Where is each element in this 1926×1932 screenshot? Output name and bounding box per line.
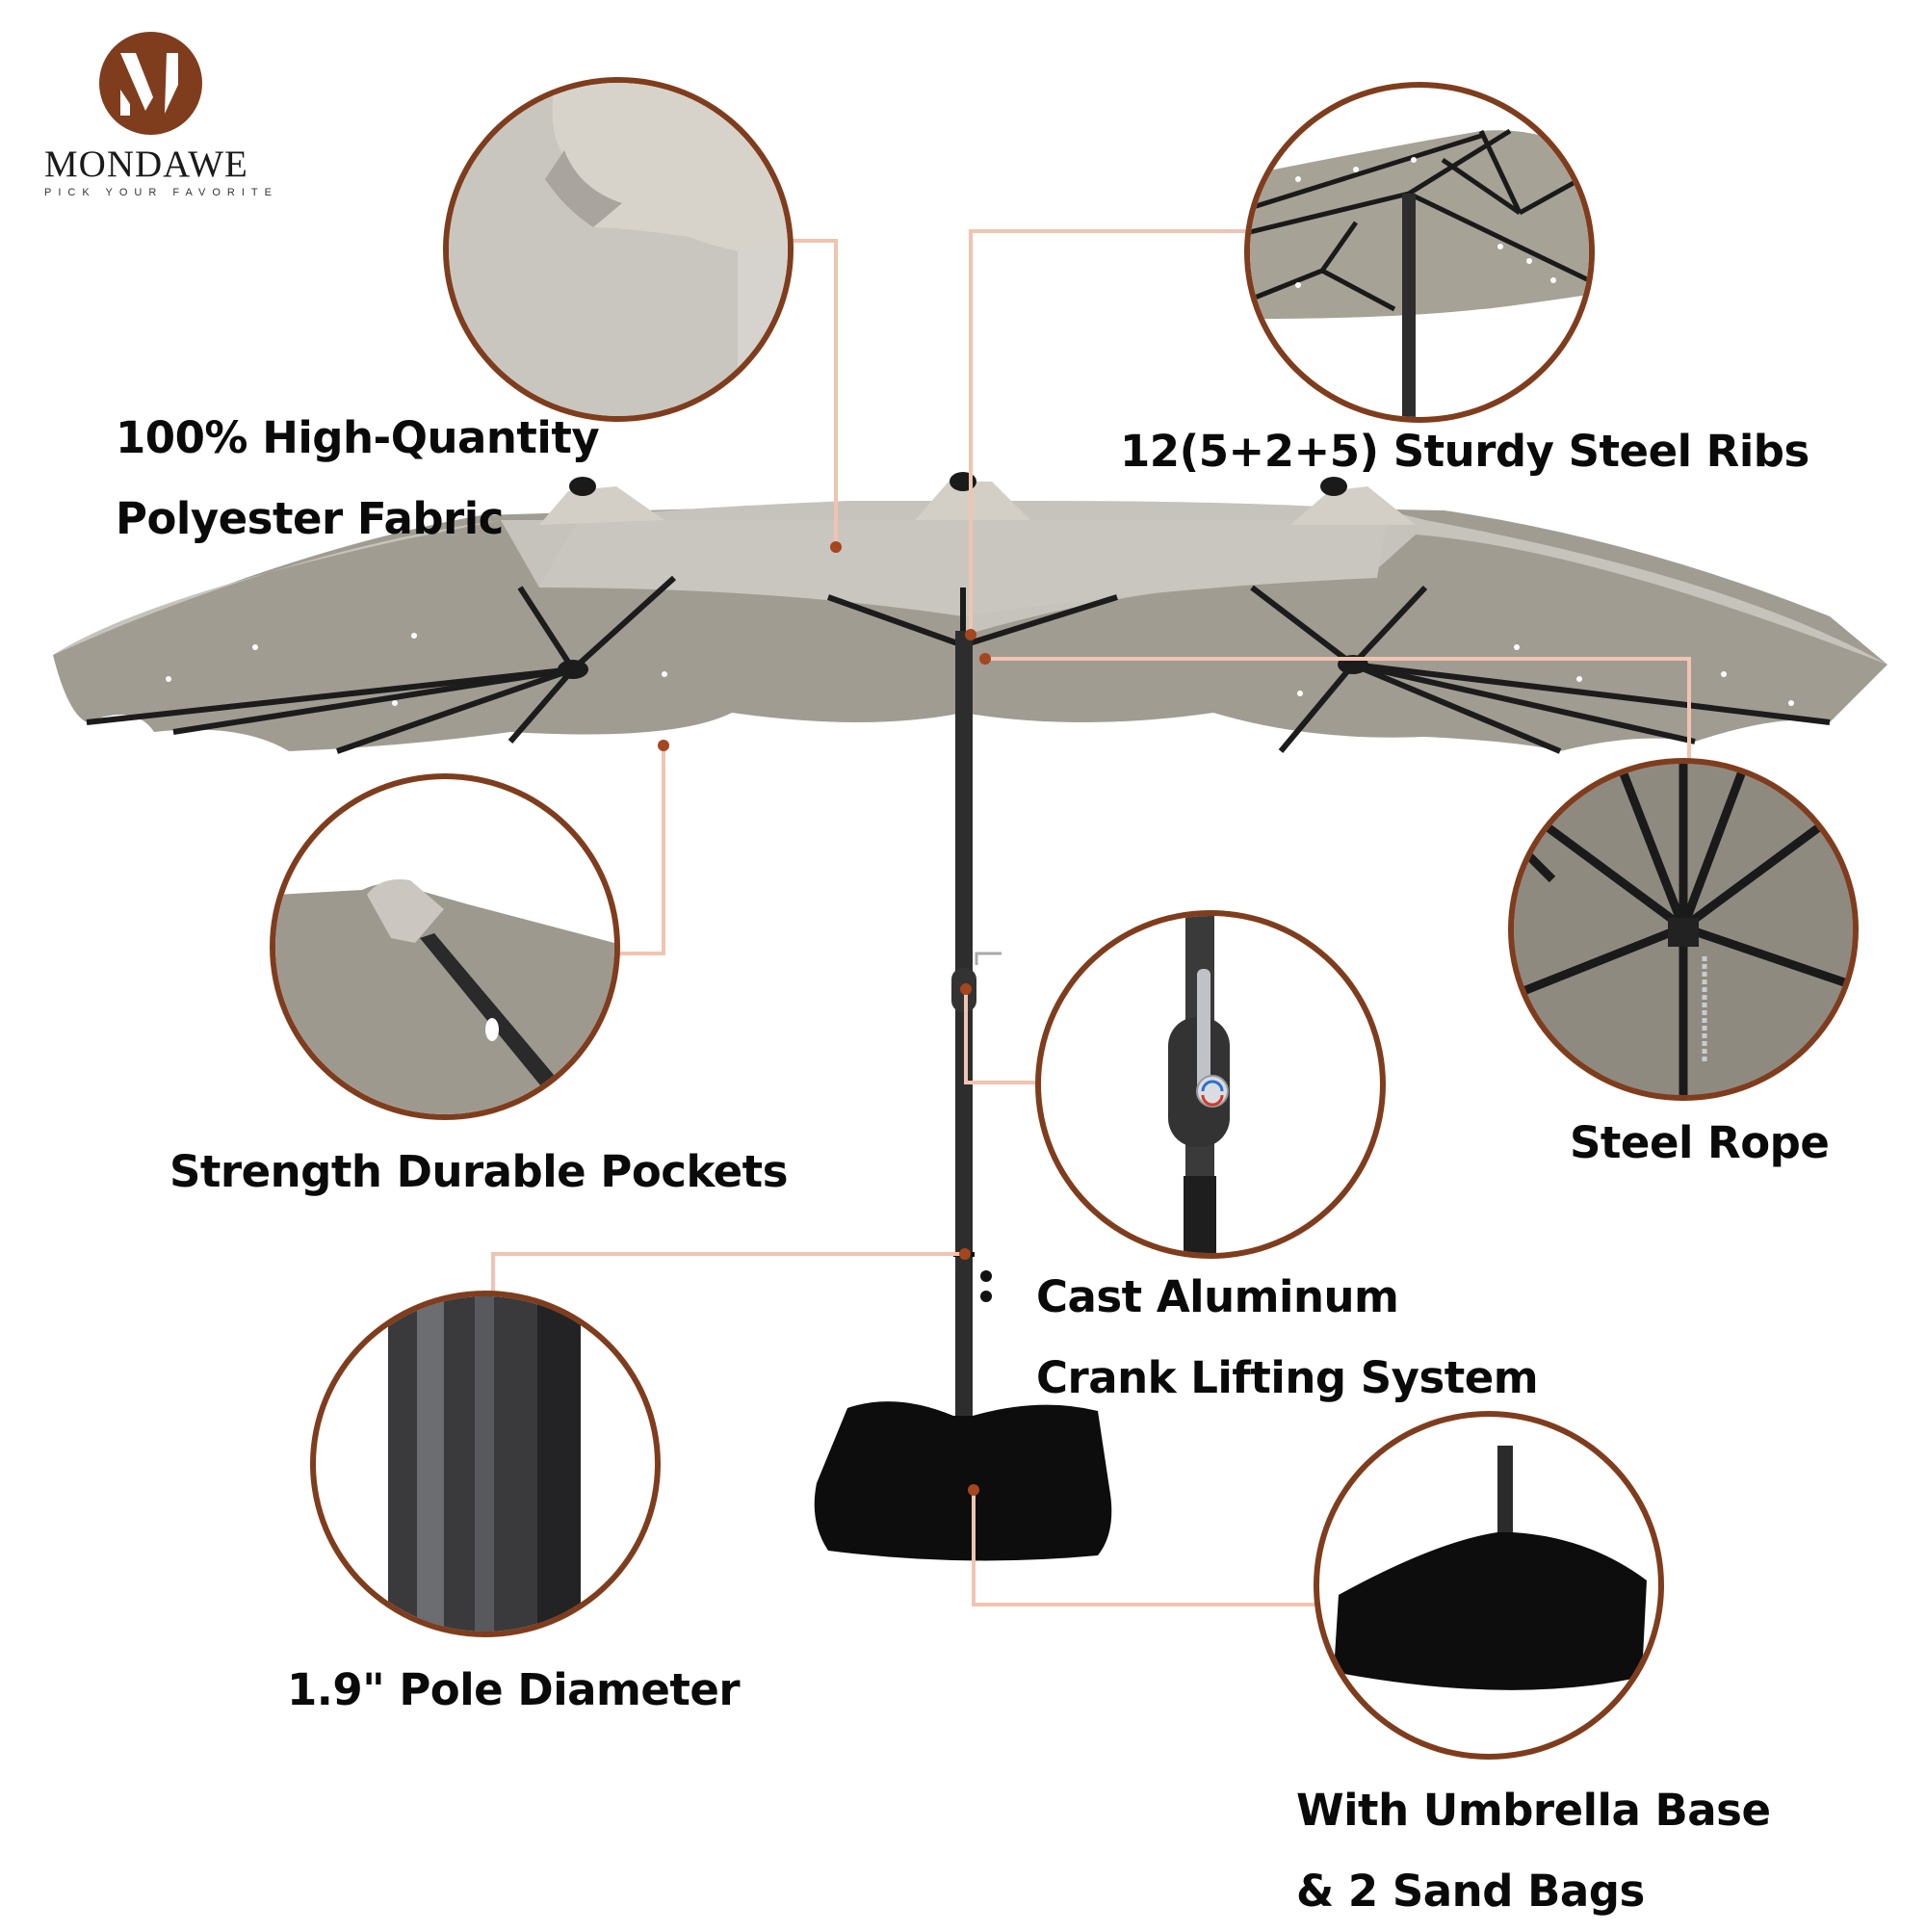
leader-line-fabric [790, 239, 836, 243]
leader-line-fabric [834, 239, 838, 547]
pocket-closeup-icon [275, 879, 614, 1114]
feature-label-pole: 1.9" Pole Diameter [287, 1664, 741, 1715]
leader-line-rope [983, 657, 1690, 661]
feature-label-ribs: 12(5+2+5) Sturdy Steel Ribs [1120, 426, 1809, 477]
ribs-detail-circle [1244, 82, 1595, 423]
leader-dot-crank [960, 983, 972, 995]
leader-line-pockets [662, 746, 665, 953]
feature-label-crank: Cast Aluminum Crank Lifting System [1036, 1271, 1539, 1403]
pole-detail-circle [310, 1291, 661, 1637]
base-detail-circle [1314, 1411, 1664, 1760]
ribs-closeup-icon [1250, 128, 1589, 417]
leader-line-crank [964, 1081, 1037, 1084]
leader-dot-pole [959, 1248, 971, 1260]
feature-label-rope: Steel Rope [1570, 1117, 1830, 1168]
base-closeup-icon [1334, 1446, 1647, 1690]
leader-line-pockets [616, 952, 665, 955]
feature-label-fabric: 100% High-Quantity Polyester Fabric [116, 412, 600, 544]
feature-label-pockets: Strength Durable Pockets [169, 1146, 788, 1197]
feature-label-base: With Umbrella Base & 2 Sand Bags [1296, 1785, 1771, 1917]
fabric-closeup-icon [449, 83, 788, 416]
leader-line-rope [1687, 657, 1691, 761]
leader-line-base [972, 1603, 1328, 1606]
leader-line-pole [491, 1252, 965, 1256]
leader-dot-ribs [965, 629, 976, 640]
leader-dot-rope [979, 653, 991, 665]
leader-line-base [972, 1488, 976, 1606]
pole-closeup-icon [388, 1296, 581, 1632]
steel-rope-closeup-icon [1514, 764, 1853, 1095]
brand-logo: MONDAWE PICK YOUR FAVORITE [39, 27, 289, 200]
leader-line-pole [491, 1252, 495, 1291]
leader-dot-pockets [658, 740, 669, 751]
crank-detail-circle [1035, 910, 1386, 1259]
leader-dot-fabric [830, 541, 842, 553]
leader-line-crank [964, 987, 968, 1083]
leader-line-ribs [969, 229, 973, 634]
steel-rope-detail-circle [1508, 758, 1859, 1101]
m-monogram-icon [99, 32, 202, 135]
leader-dot-base [968, 1484, 979, 1496]
brand-name: MONDAWE [44, 144, 248, 185]
brand-tagline: PICK YOUR FAVORITE [44, 187, 278, 198]
crank-closeup-icon [1168, 916, 1230, 1253]
leader-line-ribs [969, 229, 1253, 233]
fabric-detail-circle [443, 77, 794, 422]
pockets-detail-circle [270, 773, 620, 1120]
